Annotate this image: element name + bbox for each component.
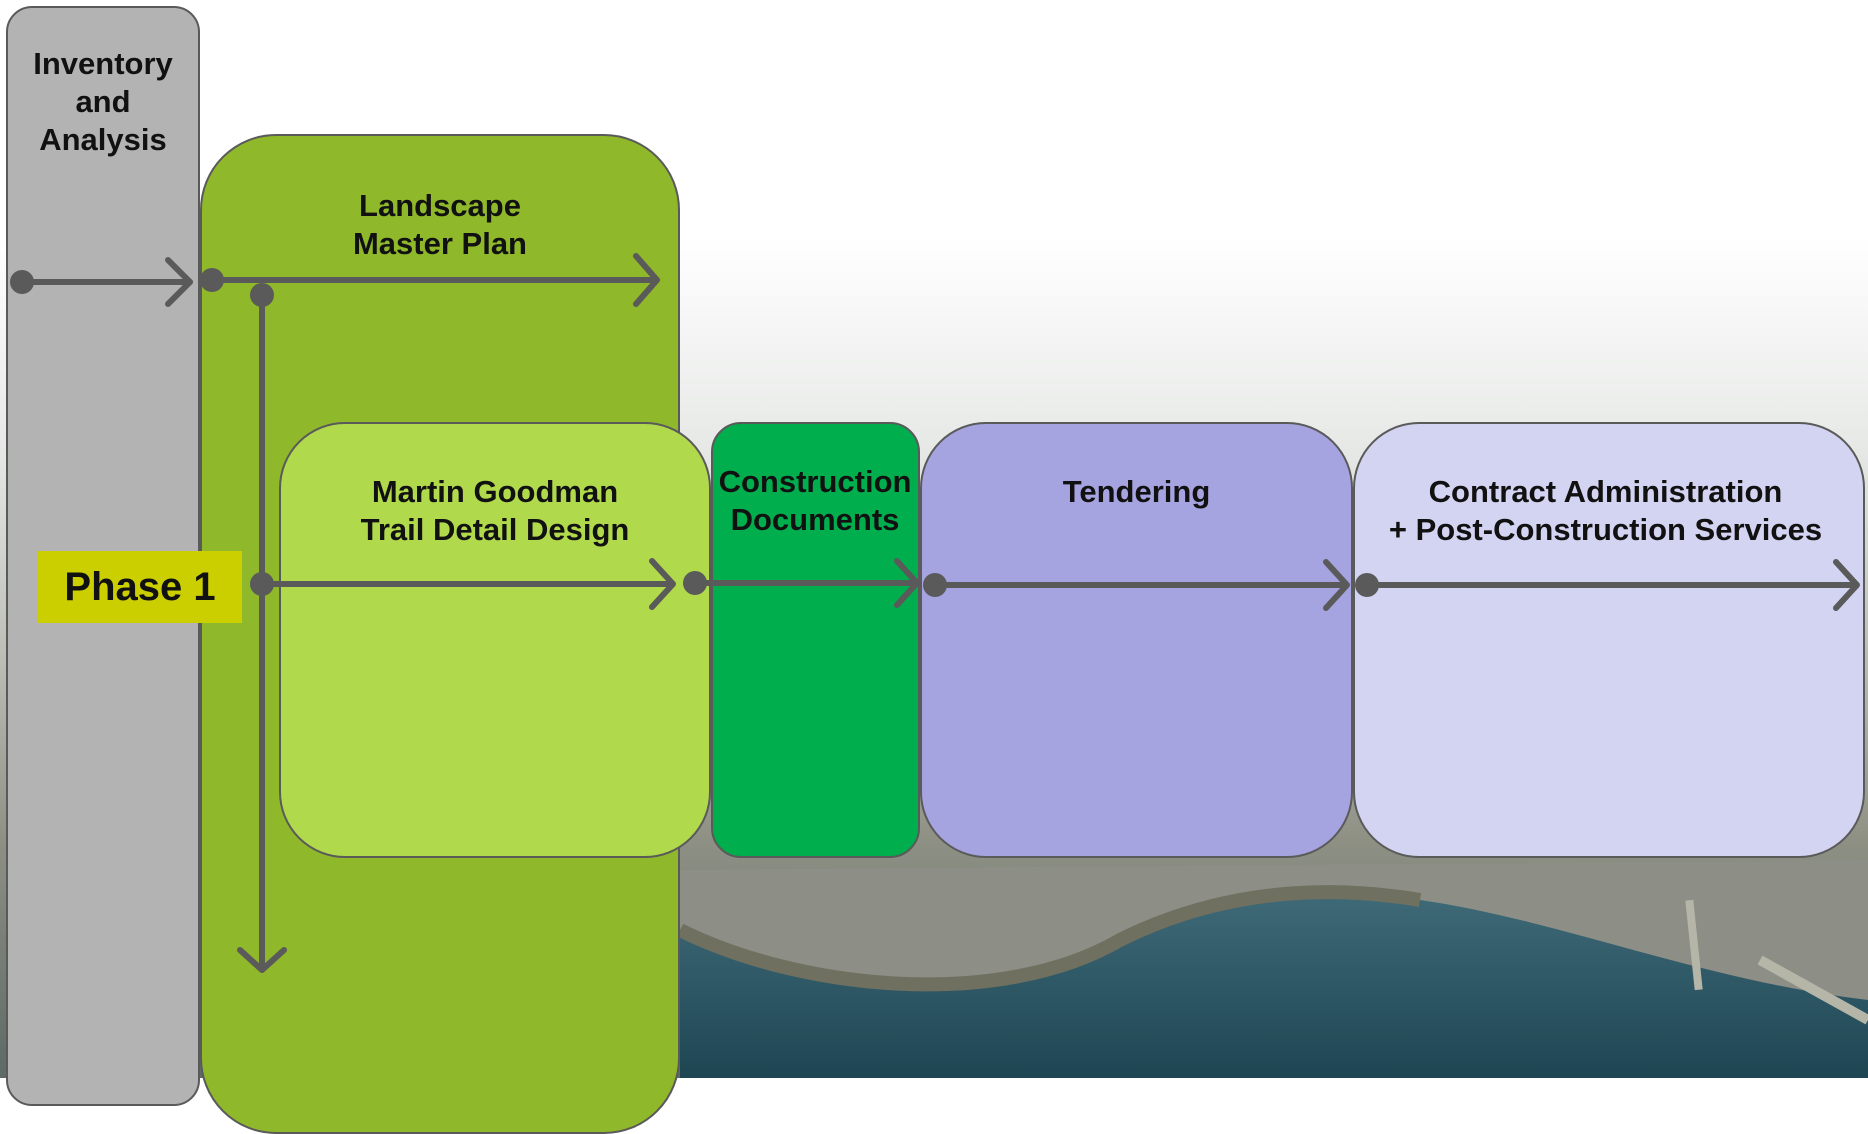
construction-documents-stage — [711, 422, 920, 858]
inventory-analysis-label: Inventory and Analysis — [33, 46, 173, 157]
trail-detail-design-stage — [279, 422, 711, 858]
master-plan-label: Landscape Master Plan — [352, 188, 527, 261]
tendering-stage — [920, 422, 1353, 858]
contract-administration-label: Contract Administration + Post-Construct… — [1388, 474, 1823, 547]
tendering-label: Tendering — [1062, 474, 1211, 509]
contract-administration-stage — [1353, 422, 1865, 858]
construction-documents-label: Construction Documents — [718, 464, 912, 537]
trail-design-label: Martin Goodman Trail Detail Design — [360, 474, 630, 547]
phase-1-tag: Phase 1 — [38, 551, 242, 623]
